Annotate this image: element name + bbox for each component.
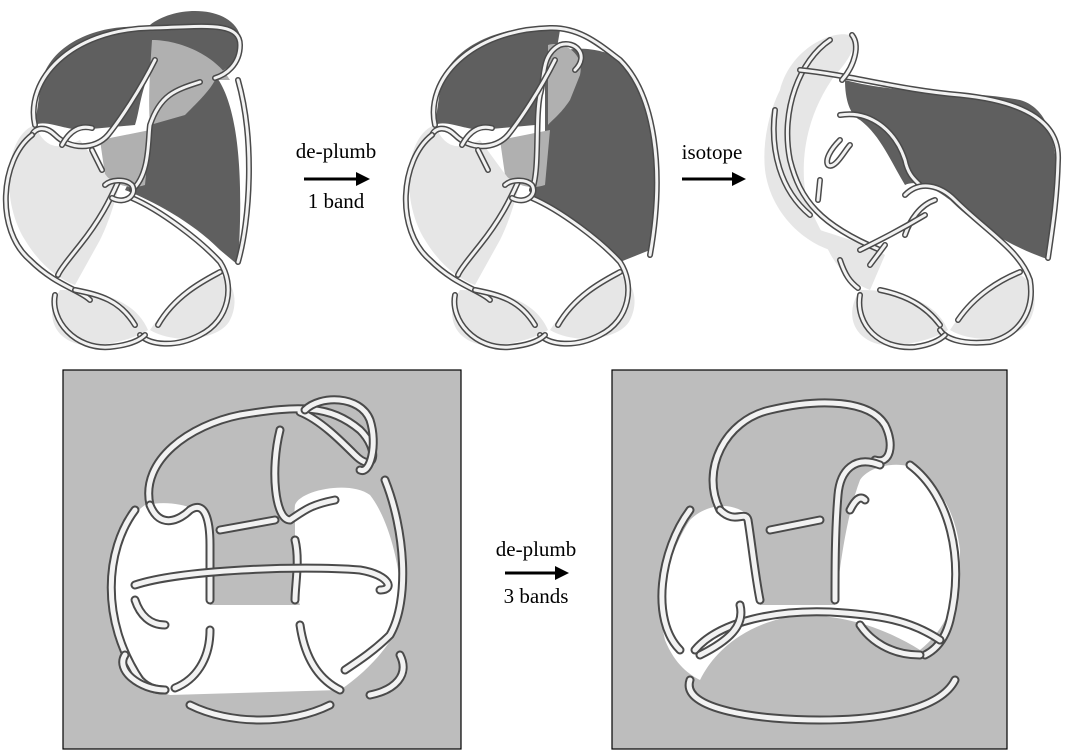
arrow-head: [732, 172, 746, 186]
light-region: [150, 275, 235, 339]
dark-region: [35, 27, 160, 130]
arrow-top-label: de-plumb: [496, 537, 576, 561]
arrow-isotope: isotope: [682, 140, 746, 186]
dark-region: [845, 80, 1057, 260]
arrow-head: [555, 566, 569, 580]
arrow-deplumb-1band: de-plumb 1 band: [296, 139, 376, 213]
arrow-top-label: isotope: [682, 140, 743, 164]
seifert-surface-1: [6, 11, 249, 347]
arrow-bottom-label: 1 band: [308, 189, 365, 213]
arrow-head: [356, 172, 370, 186]
knot-strand: [818, 180, 820, 200]
arrow-bottom-label: 3 bands: [504, 584, 569, 608]
light-region: [550, 275, 635, 339]
arrow-top-label: de-plumb: [296, 139, 376, 163]
arrow-deplumb-3bands: de-plumb 3 bands: [496, 537, 576, 608]
seifert-surface-2: [406, 28, 657, 347]
seifert-surface-3: [764, 34, 1058, 347]
bottom-panel-1: [63, 370, 461, 749]
knot-strand: [860, 215, 925, 250]
bottom-panel-2: [612, 370, 1007, 749]
